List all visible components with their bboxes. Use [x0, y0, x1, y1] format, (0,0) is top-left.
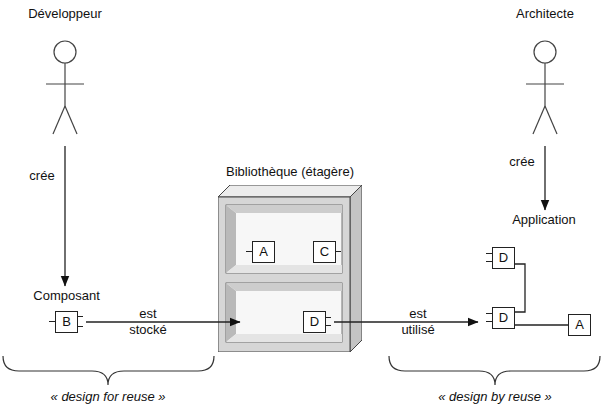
port-pin [486, 321, 492, 322]
port-pin [325, 317, 331, 318]
library-shelf: Bibliothèque (étagère)ACD [218, 185, 362, 352]
connector [544, 146, 545, 210]
shelf-board [226, 334, 342, 342]
shelf-inner-wall [226, 283, 342, 291]
brace-label: « design for reuse » [51, 389, 166, 404]
edge-label: crée [496, 154, 548, 170]
component-box: D [492, 307, 515, 329]
shelf-side [350, 185, 362, 352]
component-letter: A [259, 245, 268, 259]
port-pin [486, 261, 492, 262]
shelf-top [218, 185, 362, 197]
actor-figure: Développeur [20, 6, 110, 146]
actor-name: Développeur [20, 6, 110, 24]
shelf-opening [226, 205, 342, 273]
component-box: C [313, 241, 336, 263]
figure-head [54, 41, 76, 63]
shelf-inner-wall [226, 205, 342, 213]
connector [515, 264, 525, 312]
brace-label: « design by reuse » [438, 389, 551, 404]
actor-name: Architecte [500, 6, 590, 24]
application-group: ApplicationD D A [486, 212, 602, 340]
figure-body [526, 63, 564, 134]
component-box: D [303, 311, 326, 333]
curly-brace [3, 356, 214, 385]
port-pin [246, 251, 252, 252]
port-pin [486, 253, 492, 254]
stick-figure [20, 26, 110, 146]
port-pin [49, 321, 55, 322]
shelf-board [226, 265, 342, 273]
connector [515, 324, 568, 325]
component-letter: D [499, 311, 508, 325]
shelf-drawing [218, 185, 362, 352]
component-box: ComposantB [55, 311, 78, 333]
port-pin [335, 251, 341, 252]
component-letter: D [310, 315, 319, 329]
port-pin [77, 326, 83, 327]
edge-label: est stocké [122, 306, 174, 338]
component-box: D [492, 247, 515, 269]
component-name: Composant [33, 288, 99, 304]
shelf-inner-wall [226, 283, 236, 342]
shelf-opening [226, 283, 342, 342]
port-pin [77, 316, 83, 317]
component-letter: B [62, 315, 71, 329]
edge-label: est utilisé [392, 306, 444, 338]
shelf-title: Bibliothèque (étagère) [226, 164, 354, 180]
shelf-inner-wall [226, 205, 236, 273]
figure-head [534, 41, 556, 63]
actor-figure: Architecte [500, 6, 590, 146]
group-title: Application [486, 212, 602, 230]
port-pin [486, 313, 492, 314]
figure-body [46, 63, 84, 134]
component-letter: C [320, 245, 329, 259]
curly-brace [389, 356, 600, 385]
component-letter: A [575, 318, 584, 332]
component-box: A [568, 314, 591, 336]
component-letter: D [499, 251, 508, 265]
shelf-front [218, 197, 350, 352]
component-box: A [252, 241, 275, 263]
stick-figure [500, 26, 590, 146]
edge-label: crée [16, 168, 68, 184]
connector [64, 146, 65, 286]
port-pin [325, 325, 331, 326]
